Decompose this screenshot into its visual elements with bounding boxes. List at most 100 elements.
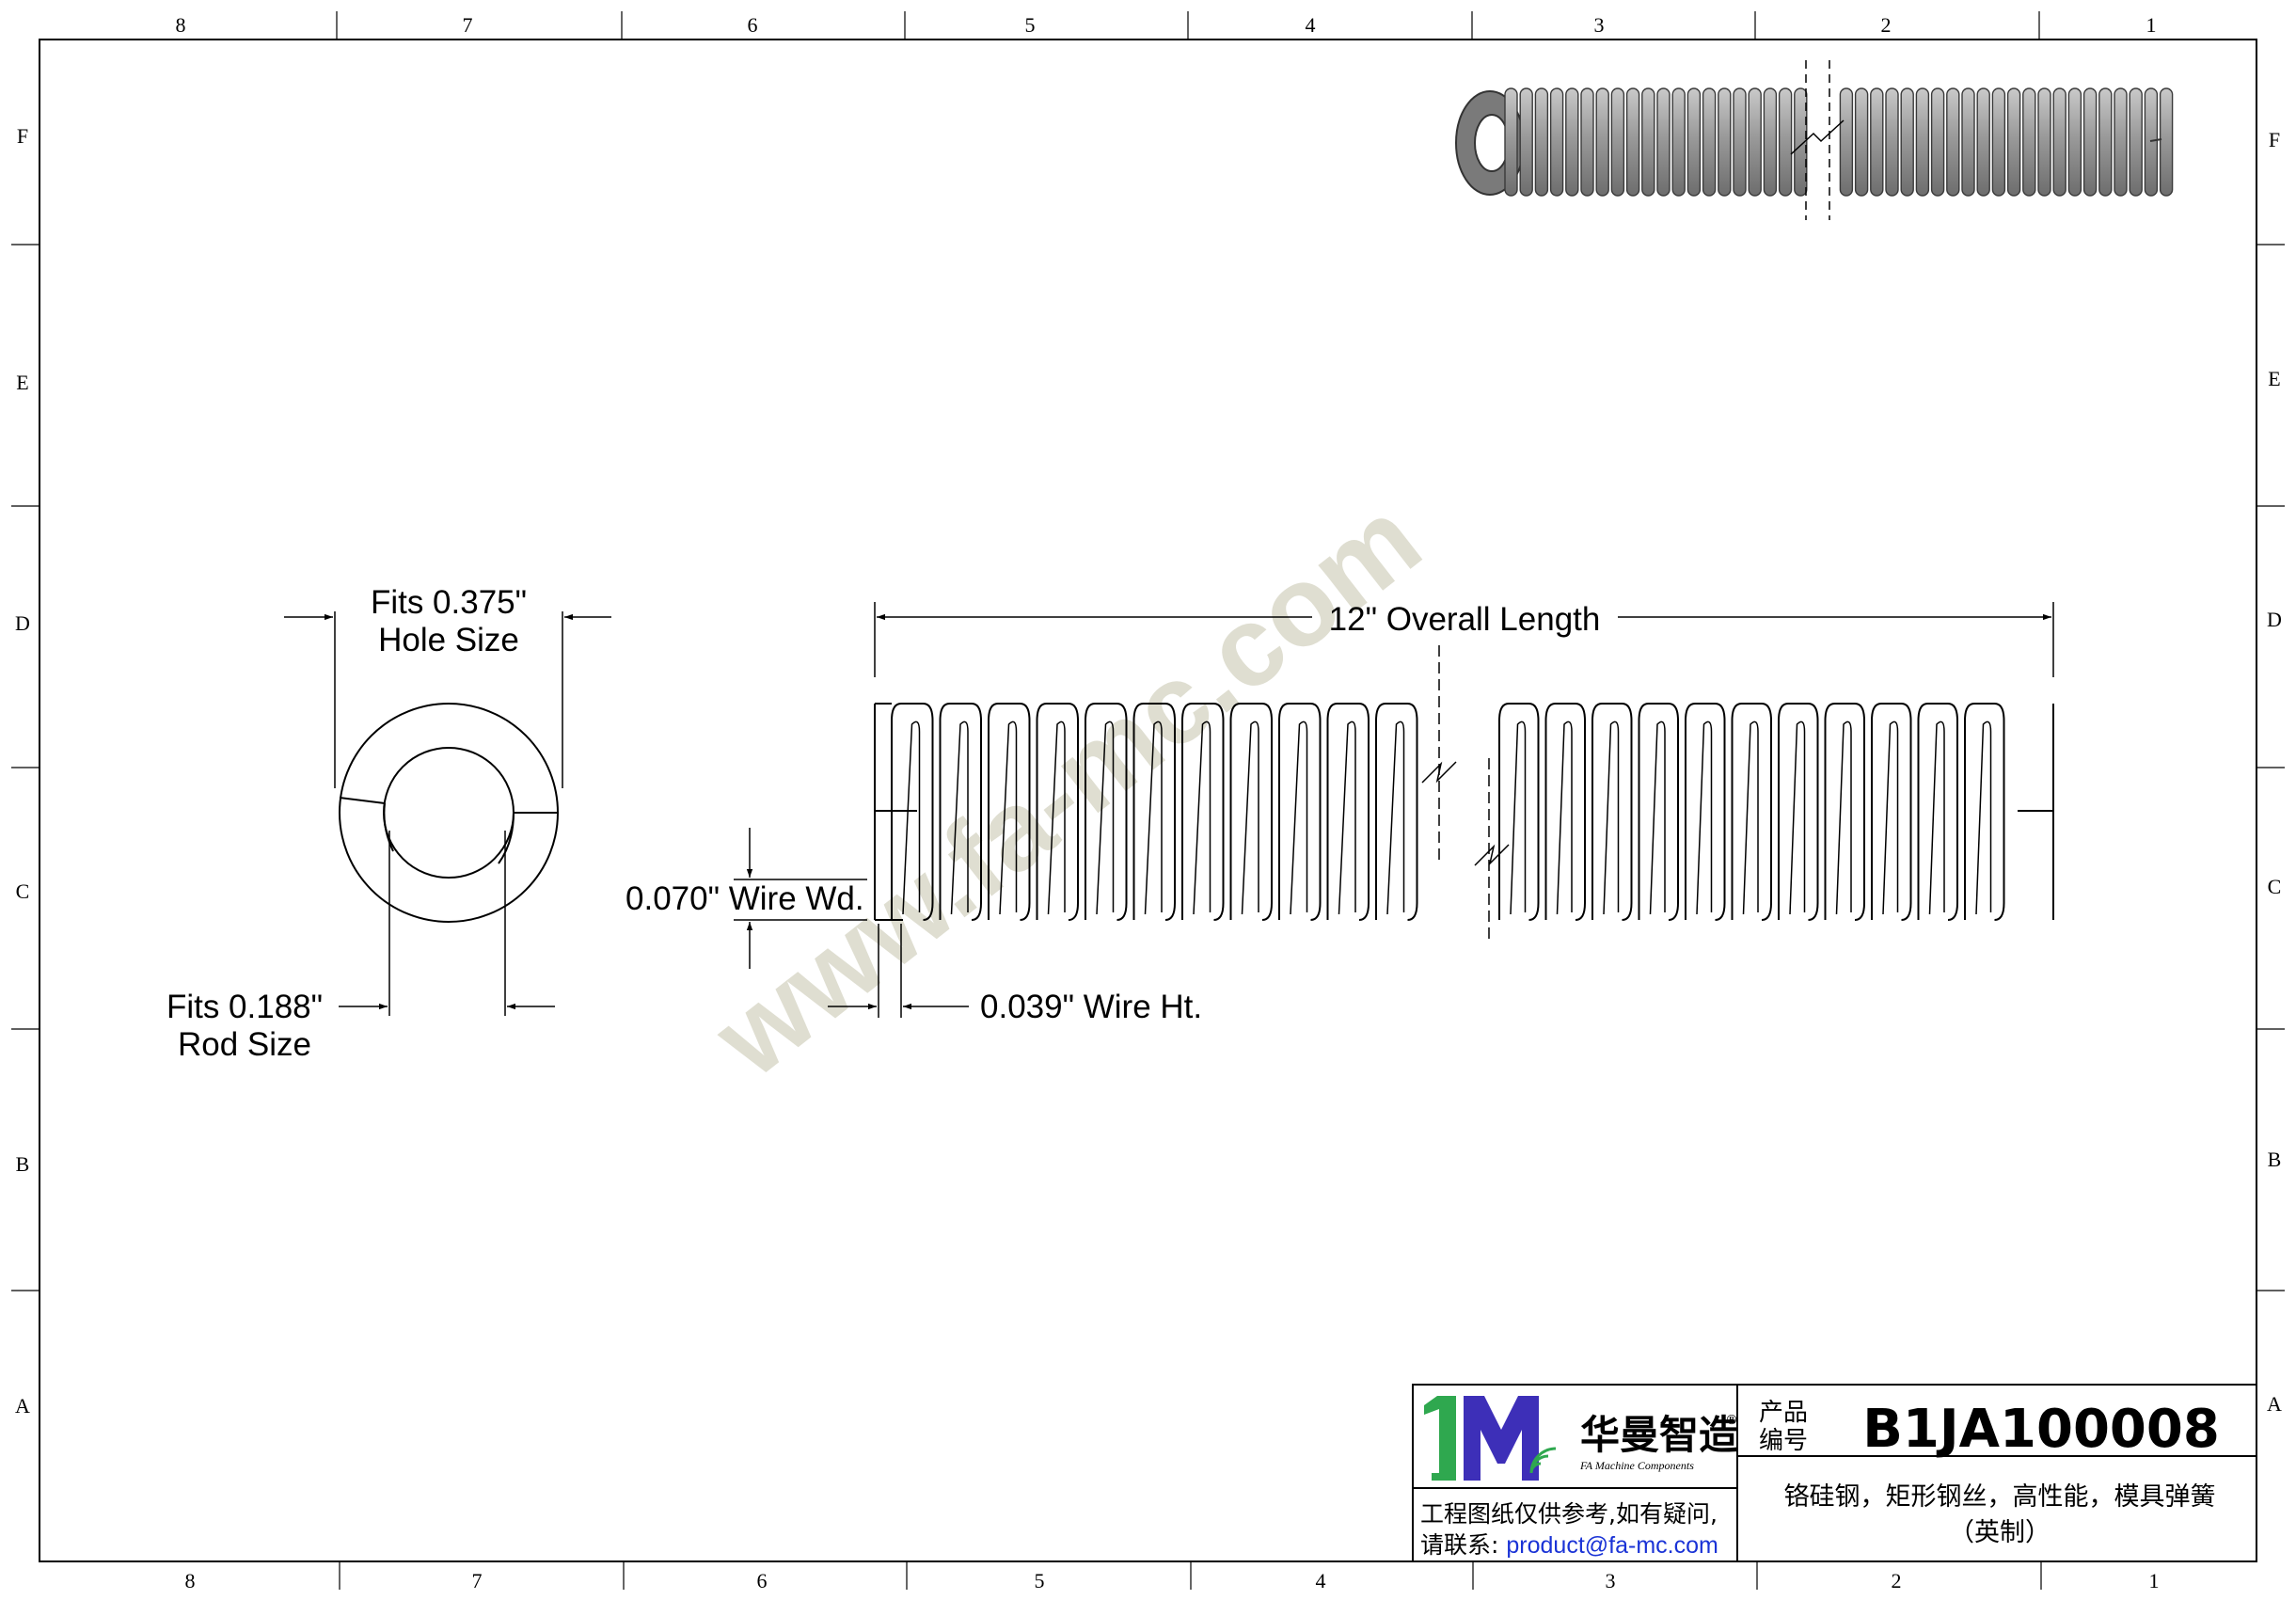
rod-size-label-line1: Fits 0.188" (166, 989, 323, 1025)
grid-row-right-B: B (2268, 1148, 2282, 1171)
coil-outline (1085, 703, 1128, 921)
render-coil (1504, 87, 1518, 197)
grid-col-bottom-3: 3 (1606, 1569, 1616, 1592)
logo-letter-m-icon (1464, 1396, 1539, 1481)
render-coil (2006, 87, 2021, 197)
contact-email-link[interactable]: product@fa-mc.com (1506, 1532, 1718, 1559)
render-coil (1565, 87, 1579, 197)
coil-outline (1132, 703, 1176, 921)
grid-col-bottom-4: 4 (1316, 1569, 1326, 1592)
wire-height-label: 0.039" Wire Ht. (980, 989, 1202, 1025)
grid-col-bottom-1: 1 (2149, 1569, 2160, 1592)
coil-outline (1544, 703, 1586, 921)
render-coil (1549, 87, 1564, 197)
render-coil (2114, 87, 2128, 197)
grid-col-top-3: 3 (1594, 13, 1605, 37)
render-coil (1702, 87, 1717, 197)
coil-inner-edge (999, 721, 1018, 915)
logo-numeral-one-icon (1424, 1396, 1456, 1481)
render-coil (2129, 87, 2143, 197)
render-coil (1686, 87, 1702, 197)
render-coil (1748, 87, 1762, 197)
grid-row-left-E: E (16, 371, 28, 394)
coil-outline (1036, 703, 1079, 921)
render-coil (2098, 87, 2113, 197)
render-coil (1595, 87, 1609, 197)
end-view (284, 611, 611, 1016)
product-description-line2: （英制） (1949, 1518, 2051, 1547)
render-coil (1885, 87, 1899, 197)
render-coil (2082, 87, 2098, 197)
coil-inner-edge (1789, 721, 1806, 915)
logo-registered-mark: ® (1725, 1413, 1738, 1428)
side-coils-right (1498, 703, 2005, 921)
coil-outline (1326, 703, 1370, 921)
render-coil (1930, 87, 1945, 197)
render-coil (2037, 87, 2051, 197)
note-contact-prefix: 请联系: (1420, 1531, 1506, 1559)
grid-row-right-A: A (2267, 1392, 2282, 1416)
render-coil (1610, 87, 1625, 197)
coil-outline (891, 703, 934, 921)
coil-inner-edge (1882, 721, 1899, 915)
coil-inner-edge (1510, 721, 1527, 915)
render-coil (1946, 87, 1960, 197)
coil-outline (1278, 703, 1322, 921)
coil-inner-edge (1386, 721, 1405, 915)
render-coil (1671, 87, 1686, 197)
coil-outline (1685, 703, 1726, 921)
coil-inner-edge (1649, 721, 1666, 915)
render-coil (1854, 87, 1869, 197)
coil-outline (1229, 703, 1273, 921)
product-no-label-line2: 编号 (1759, 1427, 1808, 1455)
coil-inner-edge (1047, 721, 1066, 915)
spring-3d-render (1455, 60, 2174, 220)
wire-width-label: 0.070" Wire Wd. (625, 880, 864, 917)
product-no-label-line1: 产品 (1759, 1399, 1808, 1427)
render-coil (1534, 87, 1549, 197)
company-logo: 华曼智造 ® FA Machine Components (1424, 1396, 1738, 1481)
grid-col-top-5: 5 (1025, 13, 1036, 37)
grid-column-labels-bottom: 8 7 6 5 4 3 2 1 (185, 1569, 2160, 1592)
render-end-tip (2149, 138, 2162, 142)
logo-chinese-name: 华曼智造 (1580, 1412, 1738, 1458)
coil-inner-edge (1975, 721, 1992, 915)
render-coil (1870, 87, 1884, 197)
product-number: B1JA100008 (1862, 1399, 2220, 1460)
drawing-border (39, 39, 2257, 1562)
grid-col-top-4: 4 (1306, 13, 1316, 37)
render-coil (2022, 87, 2036, 197)
coil-outline (1638, 703, 1679, 921)
render-coil (1839, 87, 1854, 197)
render-coil (1641, 87, 1655, 197)
coil-outline (1181, 703, 1225, 921)
coil-outline (1917, 703, 1958, 921)
grid-row-left-C: C (16, 879, 30, 903)
grid-row-left-A: A (15, 1394, 30, 1418)
logo-english-name: FA Machine Components (1579, 1459, 1694, 1472)
coil-inner-edge (950, 721, 969, 915)
grid-column-labels-top: 8 7 6 5 4 3 2 1 (176, 13, 2157, 37)
note-line2: 请联系: product@fa-mc.com (1420, 1531, 1718, 1559)
grid-col-top-7: 7 (463, 13, 473, 37)
coil-outline (1871, 703, 1912, 921)
coil-inner-edge (1556, 721, 1573, 915)
grid-col-bottom-2: 2 (1892, 1569, 1902, 1592)
rod-size-label-line2: Rod Size (178, 1026, 311, 1063)
render-coil (1519, 87, 1533, 197)
render-coil (2067, 87, 2082, 197)
coil-inner-edge (902, 721, 921, 915)
hole-size-label-line2: Hole Size (378, 622, 519, 658)
render-coil (2159, 87, 2174, 197)
grid-row-left-D: D (15, 611, 30, 635)
hole-size-label-line1: Fits 0.375" (371, 584, 527, 621)
coil-outline (1591, 703, 1633, 921)
coil-outline (1375, 703, 1418, 921)
grid-row-ticks (11, 244, 2285, 1291)
overall-length-label: 12" Overall Length (1329, 601, 1601, 638)
coil-inner-edge (1193, 721, 1211, 915)
render-coil (1900, 87, 1914, 197)
coil-inner-edge (1144, 721, 1163, 915)
render-coil (1733, 87, 1747, 197)
grid-row-labels-right: F E D C B A (2267, 128, 2282, 1416)
